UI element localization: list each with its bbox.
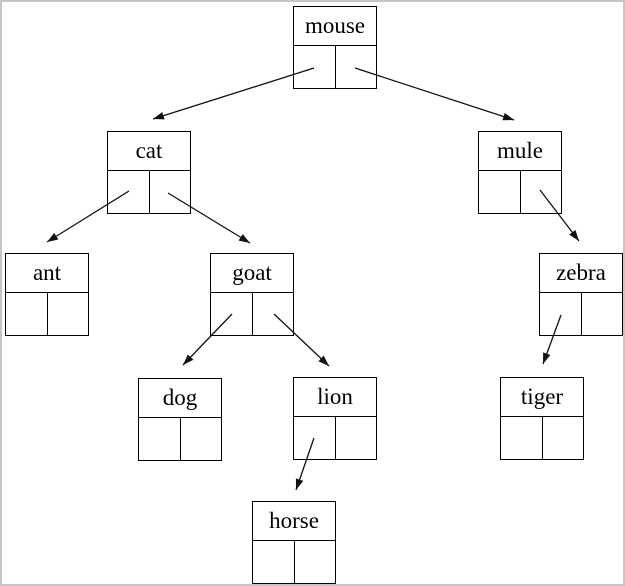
- left-pointer-cell-zebra: [539, 293, 582, 336]
- pointer-cells-zebra: [539, 293, 623, 336]
- node-label-goat: goat: [210, 253, 294, 293]
- right-pointer-cell-cat: [149, 171, 191, 214]
- tree-node-mule: mule: [478, 131, 562, 214]
- node-label-horse: horse: [252, 501, 336, 541]
- pointer-cells-ant: [5, 293, 89, 336]
- pointer-cells-mouse: [293, 46, 377, 89]
- left-pointer-cell-ant: [5, 293, 48, 336]
- node-label-mule: mule: [478, 131, 562, 171]
- edge-mouse-left-to-cat: [152, 67, 315, 120]
- pointer-cells-cat: [107, 171, 191, 214]
- tree-node-horse: horse: [252, 501, 336, 584]
- node-label-lion: lion: [293, 377, 377, 417]
- left-pointer-cell-tiger: [500, 417, 543, 460]
- right-pointer-cell-dog: [180, 418, 222, 461]
- tree-node-tiger: tiger: [500, 377, 584, 460]
- right-pointer-cell-zebra: [581, 293, 623, 336]
- left-pointer-cell-lion: [293, 417, 336, 460]
- right-pointer-cell-lion: [335, 417, 377, 460]
- tree-node-goat: goat: [210, 253, 294, 336]
- node-label-zebra: zebra: [539, 253, 623, 293]
- pointer-cells-tiger: [500, 417, 584, 460]
- right-pointer-cell-tiger: [542, 417, 584, 460]
- right-pointer-cell-goat: [252, 293, 294, 336]
- right-pointer-cell-horse: [294, 541, 336, 584]
- edge-mouse-right-to-mule: [354, 67, 515, 121]
- pointer-cells-horse: [252, 541, 336, 584]
- node-label-mouse: mouse: [293, 6, 377, 46]
- pointer-cells-dog: [138, 418, 222, 461]
- right-pointer-cell-mouse: [335, 46, 377, 89]
- tree-node-lion: lion: [293, 377, 377, 460]
- left-pointer-cell-goat: [210, 293, 253, 336]
- tree-node-dog: dog: [138, 378, 222, 461]
- tree-node-ant: ant: [5, 253, 89, 336]
- left-pointer-cell-cat: [107, 171, 150, 214]
- node-label-cat: cat: [107, 131, 191, 171]
- pointer-cells-goat: [210, 293, 294, 336]
- right-pointer-cell-ant: [47, 293, 89, 336]
- pointer-cells-lion: [293, 417, 377, 460]
- pointer-cells-mule: [478, 171, 562, 214]
- tree-node-mouse: mouse: [293, 6, 377, 89]
- right-pointer-cell-mule: [520, 171, 562, 214]
- left-pointer-cell-dog: [138, 418, 181, 461]
- left-pointer-cell-horse: [252, 541, 295, 584]
- tree-node-cat: cat: [107, 131, 191, 214]
- node-label-tiger: tiger: [500, 377, 584, 417]
- tree-node-zebra: zebra: [539, 253, 623, 336]
- node-label-ant: ant: [5, 253, 89, 293]
- node-label-dog: dog: [138, 378, 222, 418]
- left-pointer-cell-mule: [478, 171, 521, 214]
- left-pointer-cell-mouse: [293, 46, 336, 89]
